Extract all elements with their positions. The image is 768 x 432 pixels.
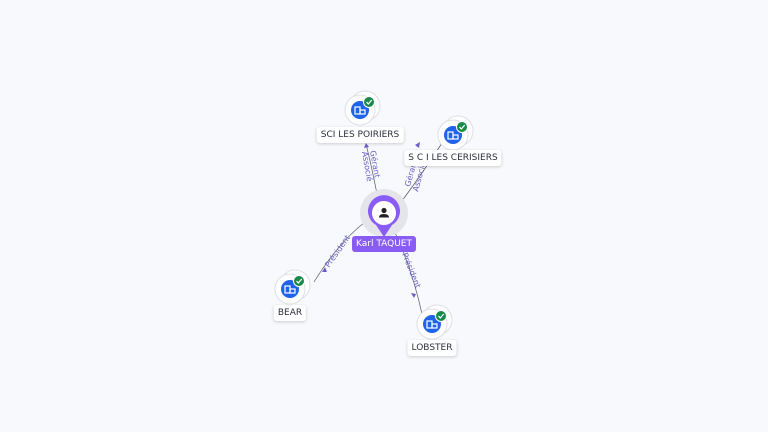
arrow-tip-poiriers <box>364 143 369 148</box>
company-node-bear[interactable] <box>274 269 311 305</box>
company-label-poiriers[interactable]: SCI LES POIRIERS <box>316 127 404 143</box>
edge-label-poiriers-1: Gérant <box>368 150 383 179</box>
company-node-lobster[interactable] <box>416 304 453 340</box>
arrow-tip-cerisiers <box>415 142 420 148</box>
arrow-tip-lobster <box>411 293 416 298</box>
company-label-lobster[interactable]: LOBSTER <box>407 340 457 356</box>
edge-lobster[interactable] <box>391 225 423 315</box>
person-icon <box>379 207 389 218</box>
edge-bear[interactable] <box>313 219 369 283</box>
edge-label-lobster: Président <box>400 251 423 289</box>
edge-poiriers[interactable] <box>365 143 378 195</box>
edge-label-bear: Président <box>322 233 352 269</box>
company-node-poiriers[interactable] <box>344 90 381 126</box>
person-label[interactable]: Karl TAQUET <box>352 236 416 252</box>
verified-check-icon <box>456 121 468 133</box>
verified-check-icon <box>293 275 305 287</box>
person-node[interactable] <box>360 189 408 237</box>
company-label-bear[interactable]: BEAR <box>273 305 307 321</box>
arrow-tip-bear <box>322 267 327 272</box>
company-node-cerisiers[interactable] <box>437 115 474 151</box>
company-label-cerisiers[interactable]: S C I LES CERISIERS <box>404 150 502 166</box>
verified-check-icon <box>363 96 375 108</box>
arrow-tips <box>322 142 420 298</box>
verified-check-icon <box>435 310 447 322</box>
